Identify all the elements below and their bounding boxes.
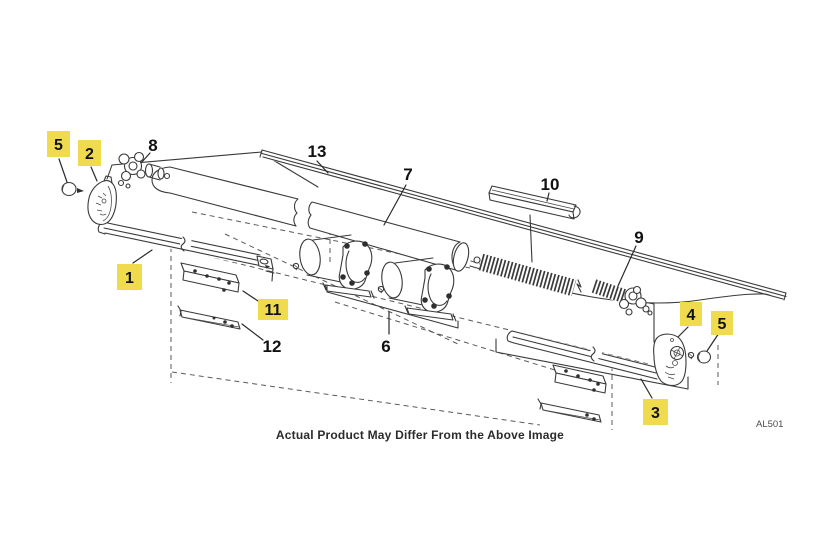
highlight-box bbox=[258, 299, 288, 320]
end-cap-left-part2 bbox=[87, 175, 117, 225]
mounting-bracket-part12 bbox=[177, 305, 241, 330]
awning-rail-part13 bbox=[259, 149, 787, 301]
callout-12: 12 bbox=[263, 337, 282, 356]
saddle-screw-1 bbox=[292, 262, 300, 271]
highlight-box bbox=[117, 264, 142, 290]
callout-13: 13 bbox=[308, 142, 327, 161]
mounting-plate-right-lower bbox=[537, 398, 602, 423]
callout-8: 8 bbox=[148, 136, 157, 155]
casting-texture bbox=[95, 192, 107, 216]
highlight-box bbox=[711, 311, 733, 335]
drive-gear-part8 bbox=[117, 151, 171, 189]
callout-number: 5 bbox=[718, 316, 727, 333]
bottom-rail-part1 bbox=[97, 221, 275, 282]
callout-1: 1 bbox=[117, 264, 142, 290]
diagram-code: AL501 bbox=[756, 419, 783, 430]
bottom-rail-part3 bbox=[495, 330, 689, 390]
saddle-bracket-1 bbox=[292, 234, 375, 299]
disclaimer-caption: Actual Product May Differ From the Above… bbox=[276, 428, 564, 442]
callout-number: 3 bbox=[651, 405, 660, 422]
saddle-screw-2 bbox=[377, 285, 385, 294]
torsion-spring-part9 bbox=[473, 253, 653, 316]
highlight-box bbox=[78, 140, 101, 166]
spring-end-gear bbox=[618, 285, 653, 316]
callout-number: 2 bbox=[85, 146, 94, 163]
highlight-box bbox=[643, 399, 668, 425]
end-cap-right-part4 bbox=[653, 333, 687, 386]
callout-number: 1 bbox=[125, 270, 134, 287]
callout-2: 2 bbox=[78, 140, 101, 166]
highlight-box bbox=[47, 131, 70, 157]
callout-leader-lines bbox=[58, 152, 720, 399]
cap-knob-right-part5 bbox=[687, 350, 712, 364]
saddle-bracket-2 bbox=[377, 257, 457, 322]
callout-7: 7 bbox=[403, 165, 412, 184]
callout-5-left: 5 bbox=[47, 131, 70, 157]
callout-6: 6 bbox=[381, 337, 390, 356]
callout-9: 9 bbox=[634, 228, 643, 247]
callout-3: 3 bbox=[643, 399, 668, 425]
callout-10: 10 bbox=[541, 175, 560, 194]
callout-5-right: 5 bbox=[711, 311, 733, 335]
callout-4: 4 bbox=[680, 302, 702, 326]
part6-extent-bracket bbox=[326, 284, 459, 329]
cap-screw-right bbox=[687, 351, 695, 360]
mounting-bracket-part11 bbox=[180, 262, 240, 293]
callout-11: 11 bbox=[258, 299, 288, 320]
callout-number: 4 bbox=[687, 307, 696, 324]
highlight-box bbox=[680, 302, 702, 326]
roller-tube-part7 bbox=[151, 166, 470, 272]
callout-number: 11 bbox=[265, 302, 282, 319]
mounting-plate-right-upper bbox=[552, 364, 607, 394]
callout-number: 5 bbox=[54, 137, 63, 154]
cap-knob-left-part5 bbox=[61, 181, 84, 197]
